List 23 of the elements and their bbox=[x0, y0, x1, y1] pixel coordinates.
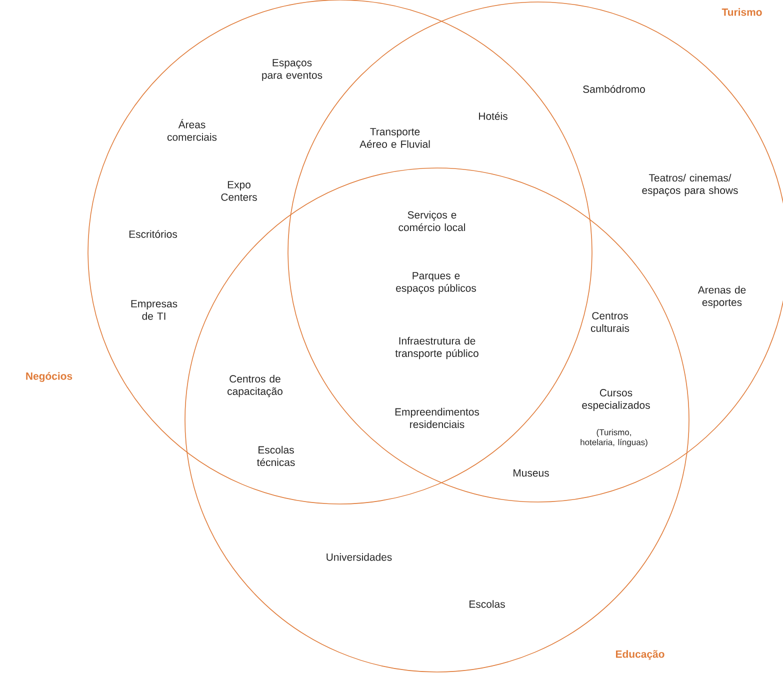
region-label: Serviços e comércio local bbox=[398, 210, 465, 232]
region-label: Espaços para eventos bbox=[262, 59, 322, 81]
region-label: Universidades bbox=[326, 553, 392, 561]
region-label: Escolas técnicas bbox=[256, 446, 295, 466]
region-label: Infraestrutura de transporte público bbox=[395, 336, 478, 360]
region-label: (Turismo, hotelaria, línguas) bbox=[580, 429, 648, 447]
region-label: Empresas de TI bbox=[131, 300, 178, 320]
node-label: Negócios bbox=[26, 372, 72, 382]
region-label: Escolas bbox=[470, 600, 505, 608]
region-label: Escritórios bbox=[129, 230, 178, 238]
region-label: Museus bbox=[514, 469, 549, 477]
region-label: Cursos especializados bbox=[582, 389, 650, 411]
region-label: Centros de capacitação bbox=[228, 374, 282, 398]
region-label: Empreendimentos residenciais bbox=[395, 408, 480, 428]
region-label: Parques e espaços públicos bbox=[396, 272, 476, 294]
region-label: Áreas comerciais bbox=[167, 119, 217, 141]
region-label: Transporte Aéreo e Fluvial bbox=[360, 128, 430, 148]
region-label: Teatros/ cinemas/ espaços para shows bbox=[642, 174, 738, 196]
region-label: Sambódromo bbox=[583, 85, 645, 93]
region-label: Expo Centers bbox=[221, 181, 257, 201]
region-label: Hotéis bbox=[479, 112, 508, 120]
region-label: Centros culturais bbox=[590, 312, 630, 332]
region-label: Arenas de esportes bbox=[698, 286, 746, 308]
